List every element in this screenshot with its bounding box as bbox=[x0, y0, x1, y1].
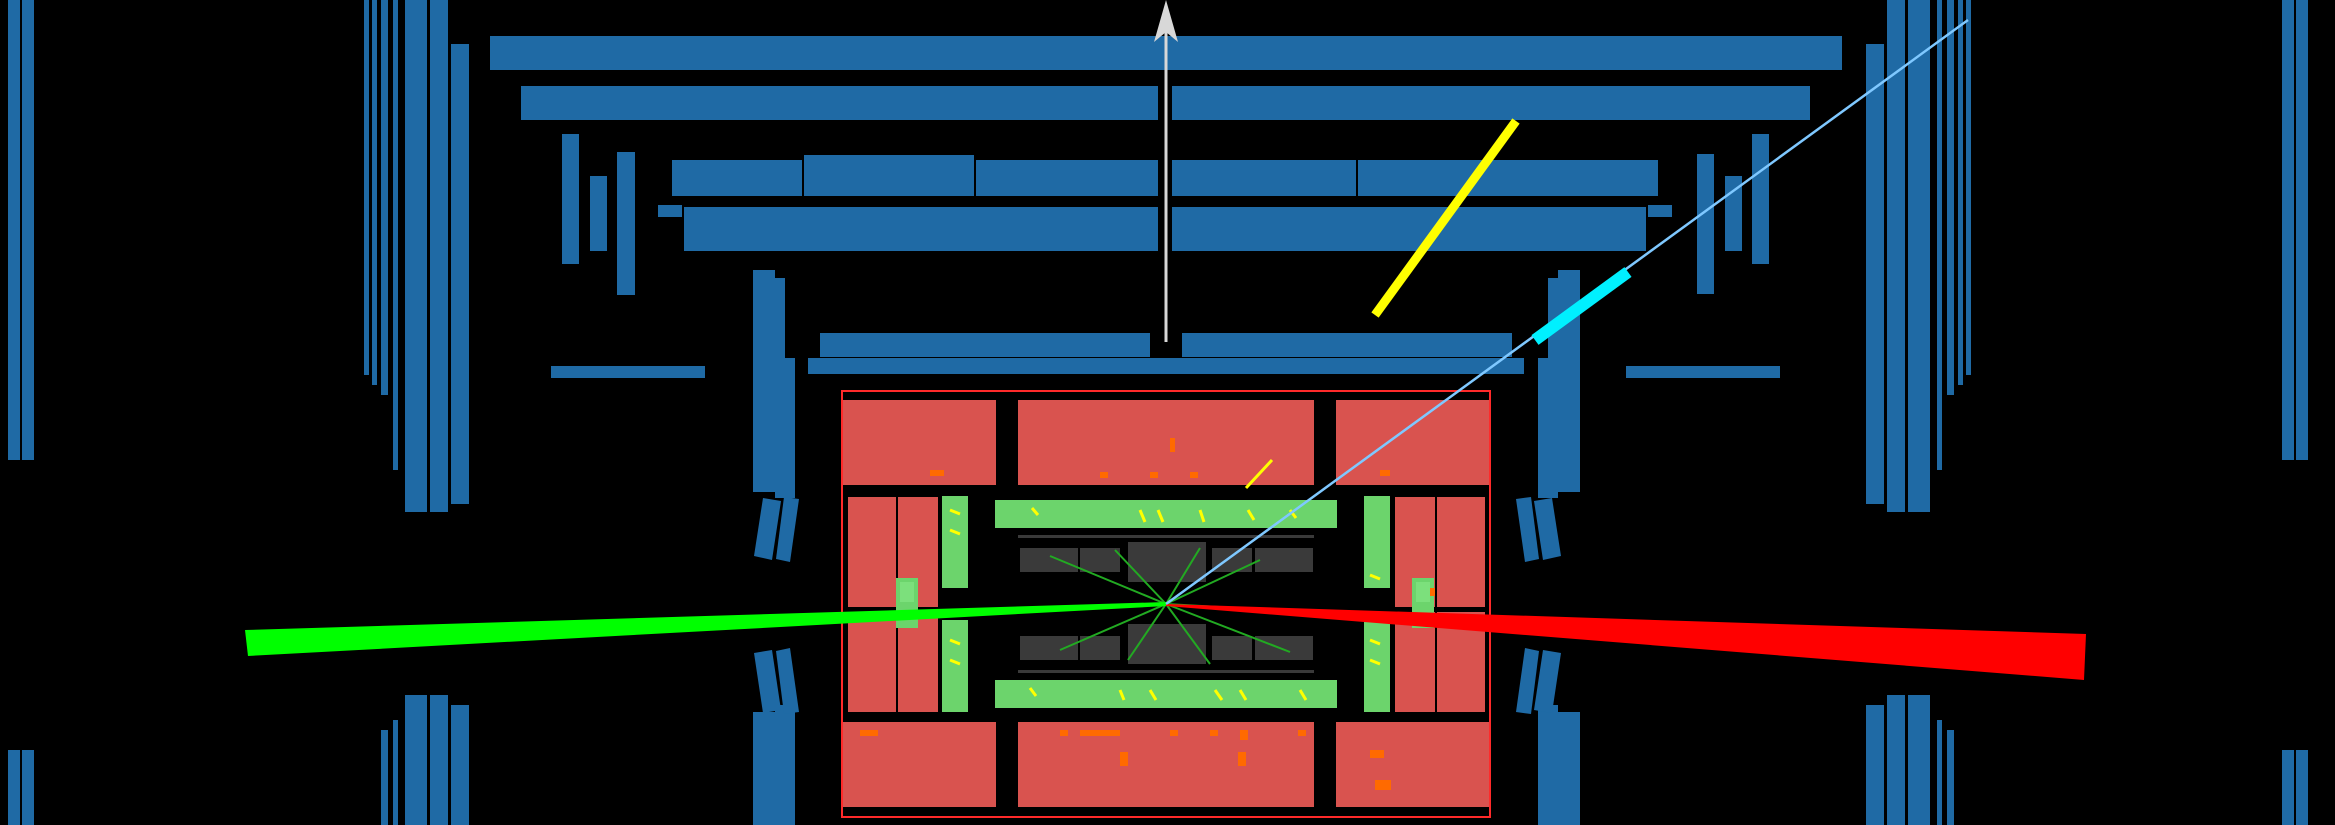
jet-yellow-inner bbox=[1244, 458, 1274, 490]
outer-muon-chambers-left bbox=[8, 0, 469, 825]
barrel-muon-chambers-top bbox=[490, 36, 1842, 378]
endcap-muon-chambers bbox=[753, 270, 1580, 825]
missing-energy-arrow-icon bbox=[1154, 0, 1178, 342]
electromagnetic-calorimeter bbox=[896, 496, 1434, 712]
track-cyan-segment bbox=[1531, 267, 1632, 345]
jet-red bbox=[1166, 604, 2086, 680]
outer-muon-chambers-right bbox=[1866, 0, 2308, 825]
energy-deposits bbox=[860, 438, 1435, 790]
calorimeter-boundary bbox=[841, 390, 1491, 818]
inner-tracker bbox=[1018, 535, 1314, 673]
jet-yellow-outer bbox=[1371, 118, 1520, 318]
hadronic-calorimeter bbox=[843, 400, 1489, 807]
jet-green bbox=[245, 602, 1166, 656]
